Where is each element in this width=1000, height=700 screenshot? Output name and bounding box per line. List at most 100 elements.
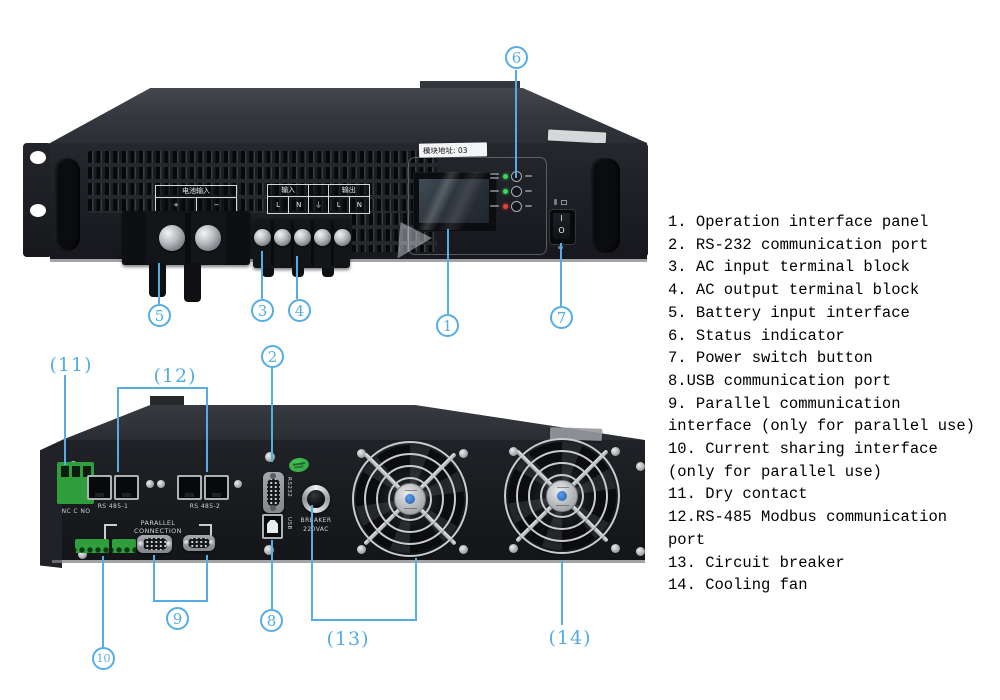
io-cell-n1: N (288, 197, 308, 213)
callout-line-2 (271, 368, 273, 462)
rear-view: NC C NO RS 485-1 RS 485-2 RS232 USB (0, 390, 680, 680)
battery-terminal-label: 电池输入 + − (155, 185, 237, 214)
ac-terminal-screw (254, 229, 271, 246)
module-address-text: 模块地址: 03 (422, 145, 468, 156)
legend-line: 6. Status indicator (668, 326, 845, 345)
battery-screw (159, 225, 185, 251)
callout-line-7 (560, 243, 562, 306)
rs232-pins (267, 479, 280, 506)
battery-divider (185, 213, 191, 263)
breaker-label: BREAKER 220VAC (295, 516, 337, 534)
dsub-screw-hole (270, 473, 276, 479)
legend-list: 1. Operation interface panel 2. RS-232 c… (668, 211, 998, 597)
callout-6: 6 (505, 46, 528, 69)
ac-terminal-screw (274, 229, 291, 246)
callout-4: 4 (288, 299, 311, 322)
fan-guard-ring (516, 450, 608, 542)
fan-guard-ring (504, 438, 620, 554)
parallel-port-pins (143, 538, 167, 550)
parallel-port[interactable] (137, 535, 172, 553)
screw (636, 462, 645, 471)
fan-guard-ring (540, 474, 584, 518)
screw (265, 452, 275, 462)
screw (234, 480, 242, 488)
callout-9: 9 (166, 607, 189, 630)
dsub-screw (138, 541, 144, 547)
io-cell-gnd: ⏚ (308, 197, 329, 213)
rs485-port[interactable] (87, 475, 112, 500)
screw (611, 544, 620, 553)
fan-hub (546, 480, 578, 512)
rs232-port[interactable] (263, 472, 284, 513)
screw (611, 447, 620, 456)
parallel-port[interactable] (183, 535, 215, 551)
indicator-text (490, 177, 499, 179)
callout-line-6 (515, 70, 517, 178)
battery-label-minus: − (196, 198, 236, 213)
ac-terminal-screw (334, 229, 351, 246)
ac-terminal-screw (294, 229, 311, 246)
screw (264, 545, 274, 555)
screw (459, 545, 468, 554)
usb-port[interactable] (262, 514, 283, 539)
callout-13: (13) (326, 628, 370, 650)
callout-line-9 (206, 555, 208, 602)
ac-divider (331, 221, 334, 266)
io-label-spacer (308, 185, 329, 197)
rear-chassis-top-tab (150, 396, 184, 406)
screw (157, 480, 165, 488)
io-cell-l1: L (276, 200, 281, 209)
battery-label-plus: + (173, 201, 179, 209)
vent-grid (88, 151, 437, 213)
ac-block-foot (262, 268, 274, 277)
rs485-port[interactable] (177, 475, 202, 500)
screw (357, 449, 366, 458)
battery-cover-left (122, 211, 146, 265)
callout-2: 2 (261, 345, 284, 368)
indicator-button (511, 186, 522, 197)
legend-line: (only for parallel use) (668, 462, 882, 481)
legend-line: interface (only for parallel use) (668, 417, 975, 436)
operation-interface-panel (408, 157, 547, 255)
callout-line-13 (415, 558, 417, 619)
circuit-breaker[interactable] (302, 485, 330, 513)
rj45-tab (212, 493, 221, 497)
ac-block-foot (322, 268, 334, 277)
indicator-button (511, 201, 522, 212)
legend-line: 7. Power switch button (668, 349, 873, 368)
legend-line: 11. Dry contact (668, 485, 808, 504)
rs485-port[interactable] (204, 475, 229, 500)
indicator-text (490, 173, 499, 175)
callout-14: (14) (548, 627, 592, 649)
rs485-1-label: RS 485-1 (97, 503, 129, 510)
hub-label-text (405, 490, 417, 491)
battery-label-title: 电池输入 (156, 186, 236, 198)
switch-off-mark: O (558, 226, 565, 235)
qc-sticker-text (294, 465, 304, 469)
status-led-green (503, 189, 508, 194)
callout-line-13 (311, 505, 313, 621)
button-text (525, 205, 532, 207)
callout-line-9 (153, 555, 155, 602)
parallel-bracket (104, 524, 117, 526)
callout-10: 10 (92, 647, 115, 670)
switch-mark-top2 (561, 200, 567, 205)
rack-ear-hole (30, 151, 46, 164)
callout-line-13 (311, 619, 417, 621)
rs485-port[interactable] (114, 475, 139, 500)
parallel-connection-label: PARALLEL CONNECTION (134, 519, 182, 535)
legend-line: 13. Circuit breaker (668, 553, 845, 572)
breaker-button[interactable] (307, 490, 325, 508)
callout-12: (12) (153, 365, 197, 387)
callout-11: (11) (49, 354, 93, 376)
fan-hub (394, 483, 426, 515)
rj45-tab (122, 493, 131, 497)
button-text (525, 190, 532, 192)
callout-5: 5 (148, 304, 171, 327)
power-switch-button[interactable]: I O (553, 213, 570, 239)
cooling-fan (352, 441, 468, 557)
callout-line-12 (206, 387, 208, 472)
legend-line: 1. Operation interface panel (668, 213, 929, 231)
legend-line: 14. Cooling fan (668, 576, 808, 595)
